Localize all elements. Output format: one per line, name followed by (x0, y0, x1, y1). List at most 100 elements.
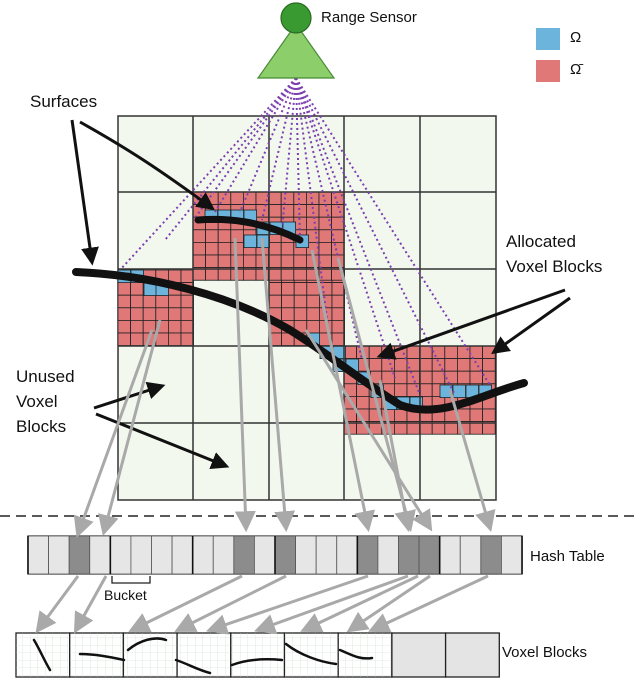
voxel-cell (456, 345, 471, 360)
voxel-cell (393, 358, 408, 372)
surfaces-label: Surfaces (30, 92, 98, 111)
hash-entry (336, 535, 358, 575)
voxel-cell (117, 294, 132, 309)
voxel-cell (482, 408, 496, 423)
voxel-cell-omega (452, 384, 467, 399)
voxel-cell (280, 254, 295, 269)
voxel-cell (117, 307, 132, 321)
hash-entry (48, 535, 70, 575)
mapping-arrow (260, 237, 296, 533)
mapping-arrow (98, 319, 162, 537)
voxel-cell (305, 216, 320, 231)
voxel-cell (192, 229, 207, 243)
voxel-block-grid (177, 633, 231, 677)
voxel-cell (331, 216, 345, 231)
voxel-cell-omega (243, 234, 258, 249)
voxel-cell (318, 241, 333, 256)
voxel-cell (469, 408, 484, 423)
mapping-arrow (378, 379, 416, 533)
voxel-cell (167, 319, 182, 334)
legend-omega-bar-label: Ω̄ (570, 61, 582, 78)
voxel-cell (482, 421, 496, 435)
hash-table-label: Hash Table (530, 548, 605, 565)
hash-entry (212, 535, 235, 575)
voxel-cell (406, 358, 421, 372)
voxel-cell (155, 332, 169, 347)
voxel-cell (130, 307, 144, 321)
voxel-cell (456, 370, 471, 385)
voxel-cell (130, 319, 144, 334)
sensor-ray (214, 77, 297, 213)
mapping-arrow (35, 575, 80, 634)
voxel-cell (293, 294, 308, 309)
hash-entry-used (68, 535, 91, 575)
hash-entry (109, 535, 132, 575)
hash-entry (89, 535, 111, 575)
voxel-cell (444, 358, 458, 372)
unused-label-line2: Voxel (16, 392, 58, 411)
voxel-cell (419, 383, 433, 397)
unused-label-line1: Unused (16, 367, 75, 386)
surfaces-arrow-2 (79, 120, 215, 211)
hash-entry (315, 535, 338, 575)
voxel-cell (393, 408, 408, 423)
voxel-cell (230, 241, 244, 256)
voxel-cell (268, 204, 282, 218)
voxel-cell (117, 282, 132, 296)
voxel-cell (217, 254, 232, 269)
voxel-cell (180, 332, 195, 347)
voxel-cell (331, 307, 346, 321)
voxel-cell (117, 319, 132, 334)
sensor-ray (281, 77, 297, 231)
hash-entry (192, 535, 214, 575)
sensor-ray (194, 77, 297, 219)
hash-entry (254, 535, 276, 575)
mapping-arrow (304, 329, 433, 532)
hash-entry-used (274, 535, 296, 575)
voxel-cell (205, 191, 219, 206)
voxel-cell (192, 254, 207, 269)
voxel-cell (368, 345, 383, 360)
voxel-cell (482, 358, 496, 372)
allocated-label-line2: Voxel Blocks (506, 257, 603, 276)
voxel-block-grid (230, 633, 285, 677)
voxel-cell (230, 229, 244, 243)
bucket-label: Bucket (104, 587, 147, 603)
voxel-cell (331, 282, 346, 296)
mapping-arrow (174, 574, 287, 632)
voxel-cell (217, 241, 232, 256)
voxel-cell (268, 191, 282, 206)
voxel-cell (331, 294, 346, 309)
hash-table (27, 535, 523, 575)
voxel-block-empty (391, 632, 447, 678)
voxel-cell (117, 332, 132, 347)
voxel-block-empty (444, 632, 500, 678)
voxel-cell (482, 345, 496, 360)
voxel-cell (167, 294, 182, 309)
voxel-cell (431, 345, 446, 360)
mapping-arrow (233, 237, 256, 533)
voxel-cell (331, 332, 346, 347)
voxel-cell (230, 191, 244, 206)
hash-entry (171, 535, 194, 575)
annotation-arrows (70, 119, 571, 470)
voxel-cell (155, 294, 169, 309)
voxel-cell (192, 204, 207, 218)
voxel-cell (130, 294, 144, 309)
voxel-cell (444, 345, 458, 360)
sensor-ray (295, 77, 421, 396)
voxel-cell (268, 241, 282, 256)
mapping-arrow (448, 389, 496, 533)
voxel-surface-curve (284, 642, 338, 666)
voxel-surface-curve (78, 652, 126, 662)
hash-entry (130, 535, 152, 575)
mapping-arrow (73, 329, 154, 538)
voxel-surface-curve (230, 657, 284, 667)
mapping-arrow (206, 574, 369, 635)
sensor-ray (295, 77, 331, 343)
grid-lines (118, 116, 496, 500)
voxel-cell (456, 358, 471, 372)
voxel-blocks-label: Voxel Blocks (502, 644, 588, 661)
voxel-block-grid (338, 633, 392, 677)
